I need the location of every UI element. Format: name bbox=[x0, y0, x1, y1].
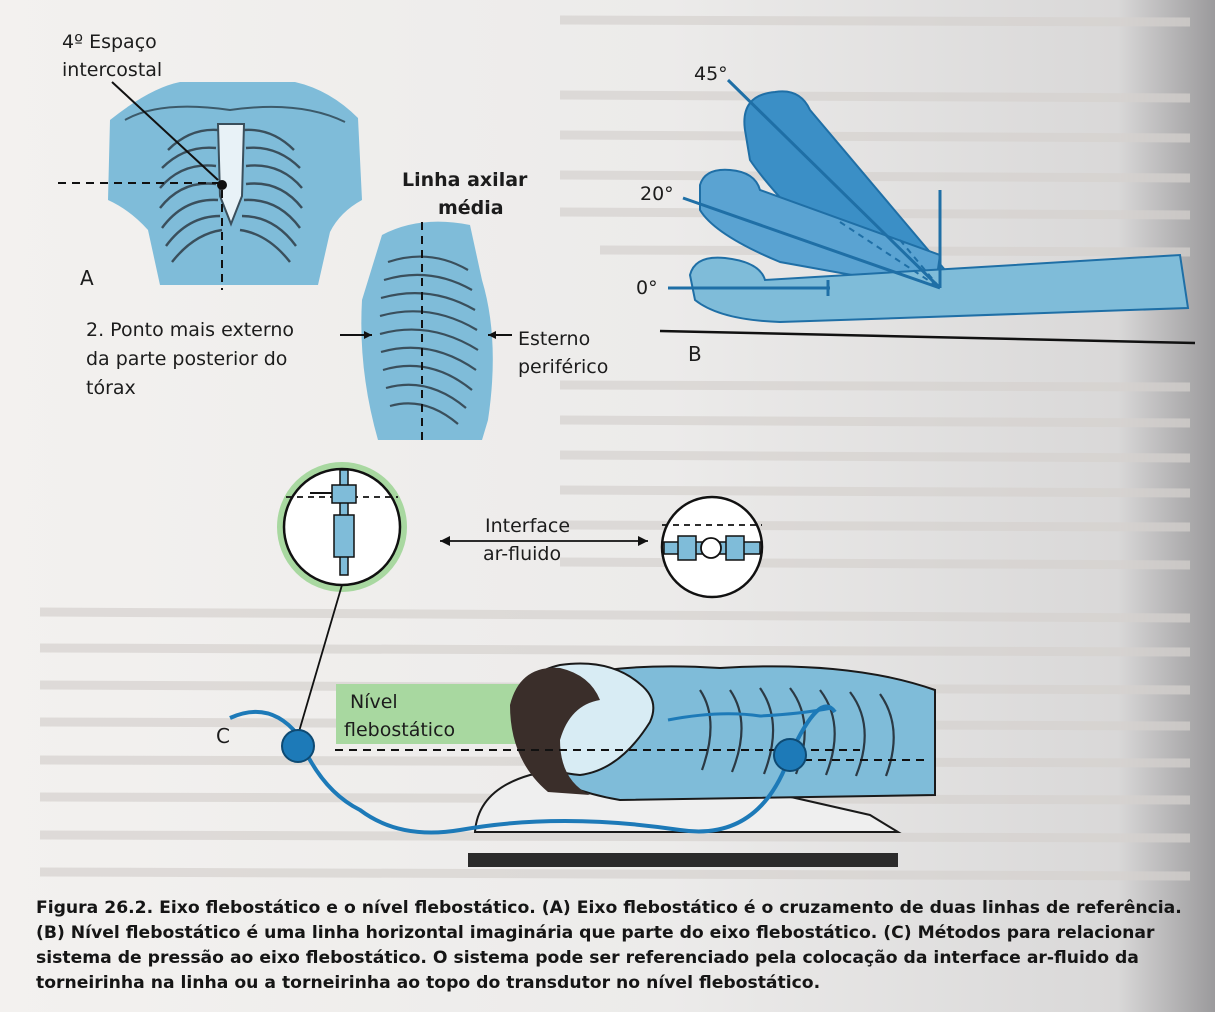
figure-caption: Figura 26.2. Eixo flebostático e o nível… bbox=[36, 896, 1186, 996]
label-angle-20: 20° bbox=[640, 182, 674, 206]
label-nivel-line2: flebostático bbox=[344, 718, 455, 742]
panel-c-label: C bbox=[216, 724, 230, 748]
label-interface-line2: ar-fluido bbox=[483, 542, 561, 566]
label-axilar-line2: média bbox=[438, 196, 504, 220]
label-ponto-line1: 2. Ponto mais externo bbox=[86, 318, 294, 342]
label-esterno-line1: Esterno bbox=[518, 327, 590, 351]
label-nivel-line1: Nível bbox=[350, 690, 398, 714]
caption-line-1: Figura 26.2. Eixo flebostático e o nível… bbox=[36, 896, 1186, 921]
caption-line-2: (B) Nível flebostático é uma linha horiz… bbox=[36, 921, 1186, 946]
label-angle-45: 45° bbox=[694, 62, 728, 86]
label-interface-line1: Interface bbox=[485, 514, 570, 538]
label-esterno-line2: periférico bbox=[518, 355, 608, 379]
panel-b-label: B bbox=[688, 342, 702, 366]
panel-a-chest-side bbox=[340, 222, 512, 442]
panel-a-chest-front bbox=[58, 82, 362, 290]
label-intercostal-line2: intercostal bbox=[62, 58, 162, 82]
label-axilar-line1: Linha axilar bbox=[402, 168, 527, 192]
panel-a-label: A bbox=[80, 266, 94, 290]
label-angle-0: 0° bbox=[636, 276, 658, 300]
label-ponto-line3: tórax bbox=[86, 376, 136, 400]
caption-line-4: torneirinha na linha ou a torneirinha ao… bbox=[36, 971, 1186, 996]
caption-line-3: sistema de pressão ao eixo flebostático.… bbox=[36, 946, 1186, 971]
label-ponto-line2: da parte posterior do bbox=[86, 347, 287, 371]
label-intercostal-line1: 4º Espaço bbox=[62, 30, 157, 54]
